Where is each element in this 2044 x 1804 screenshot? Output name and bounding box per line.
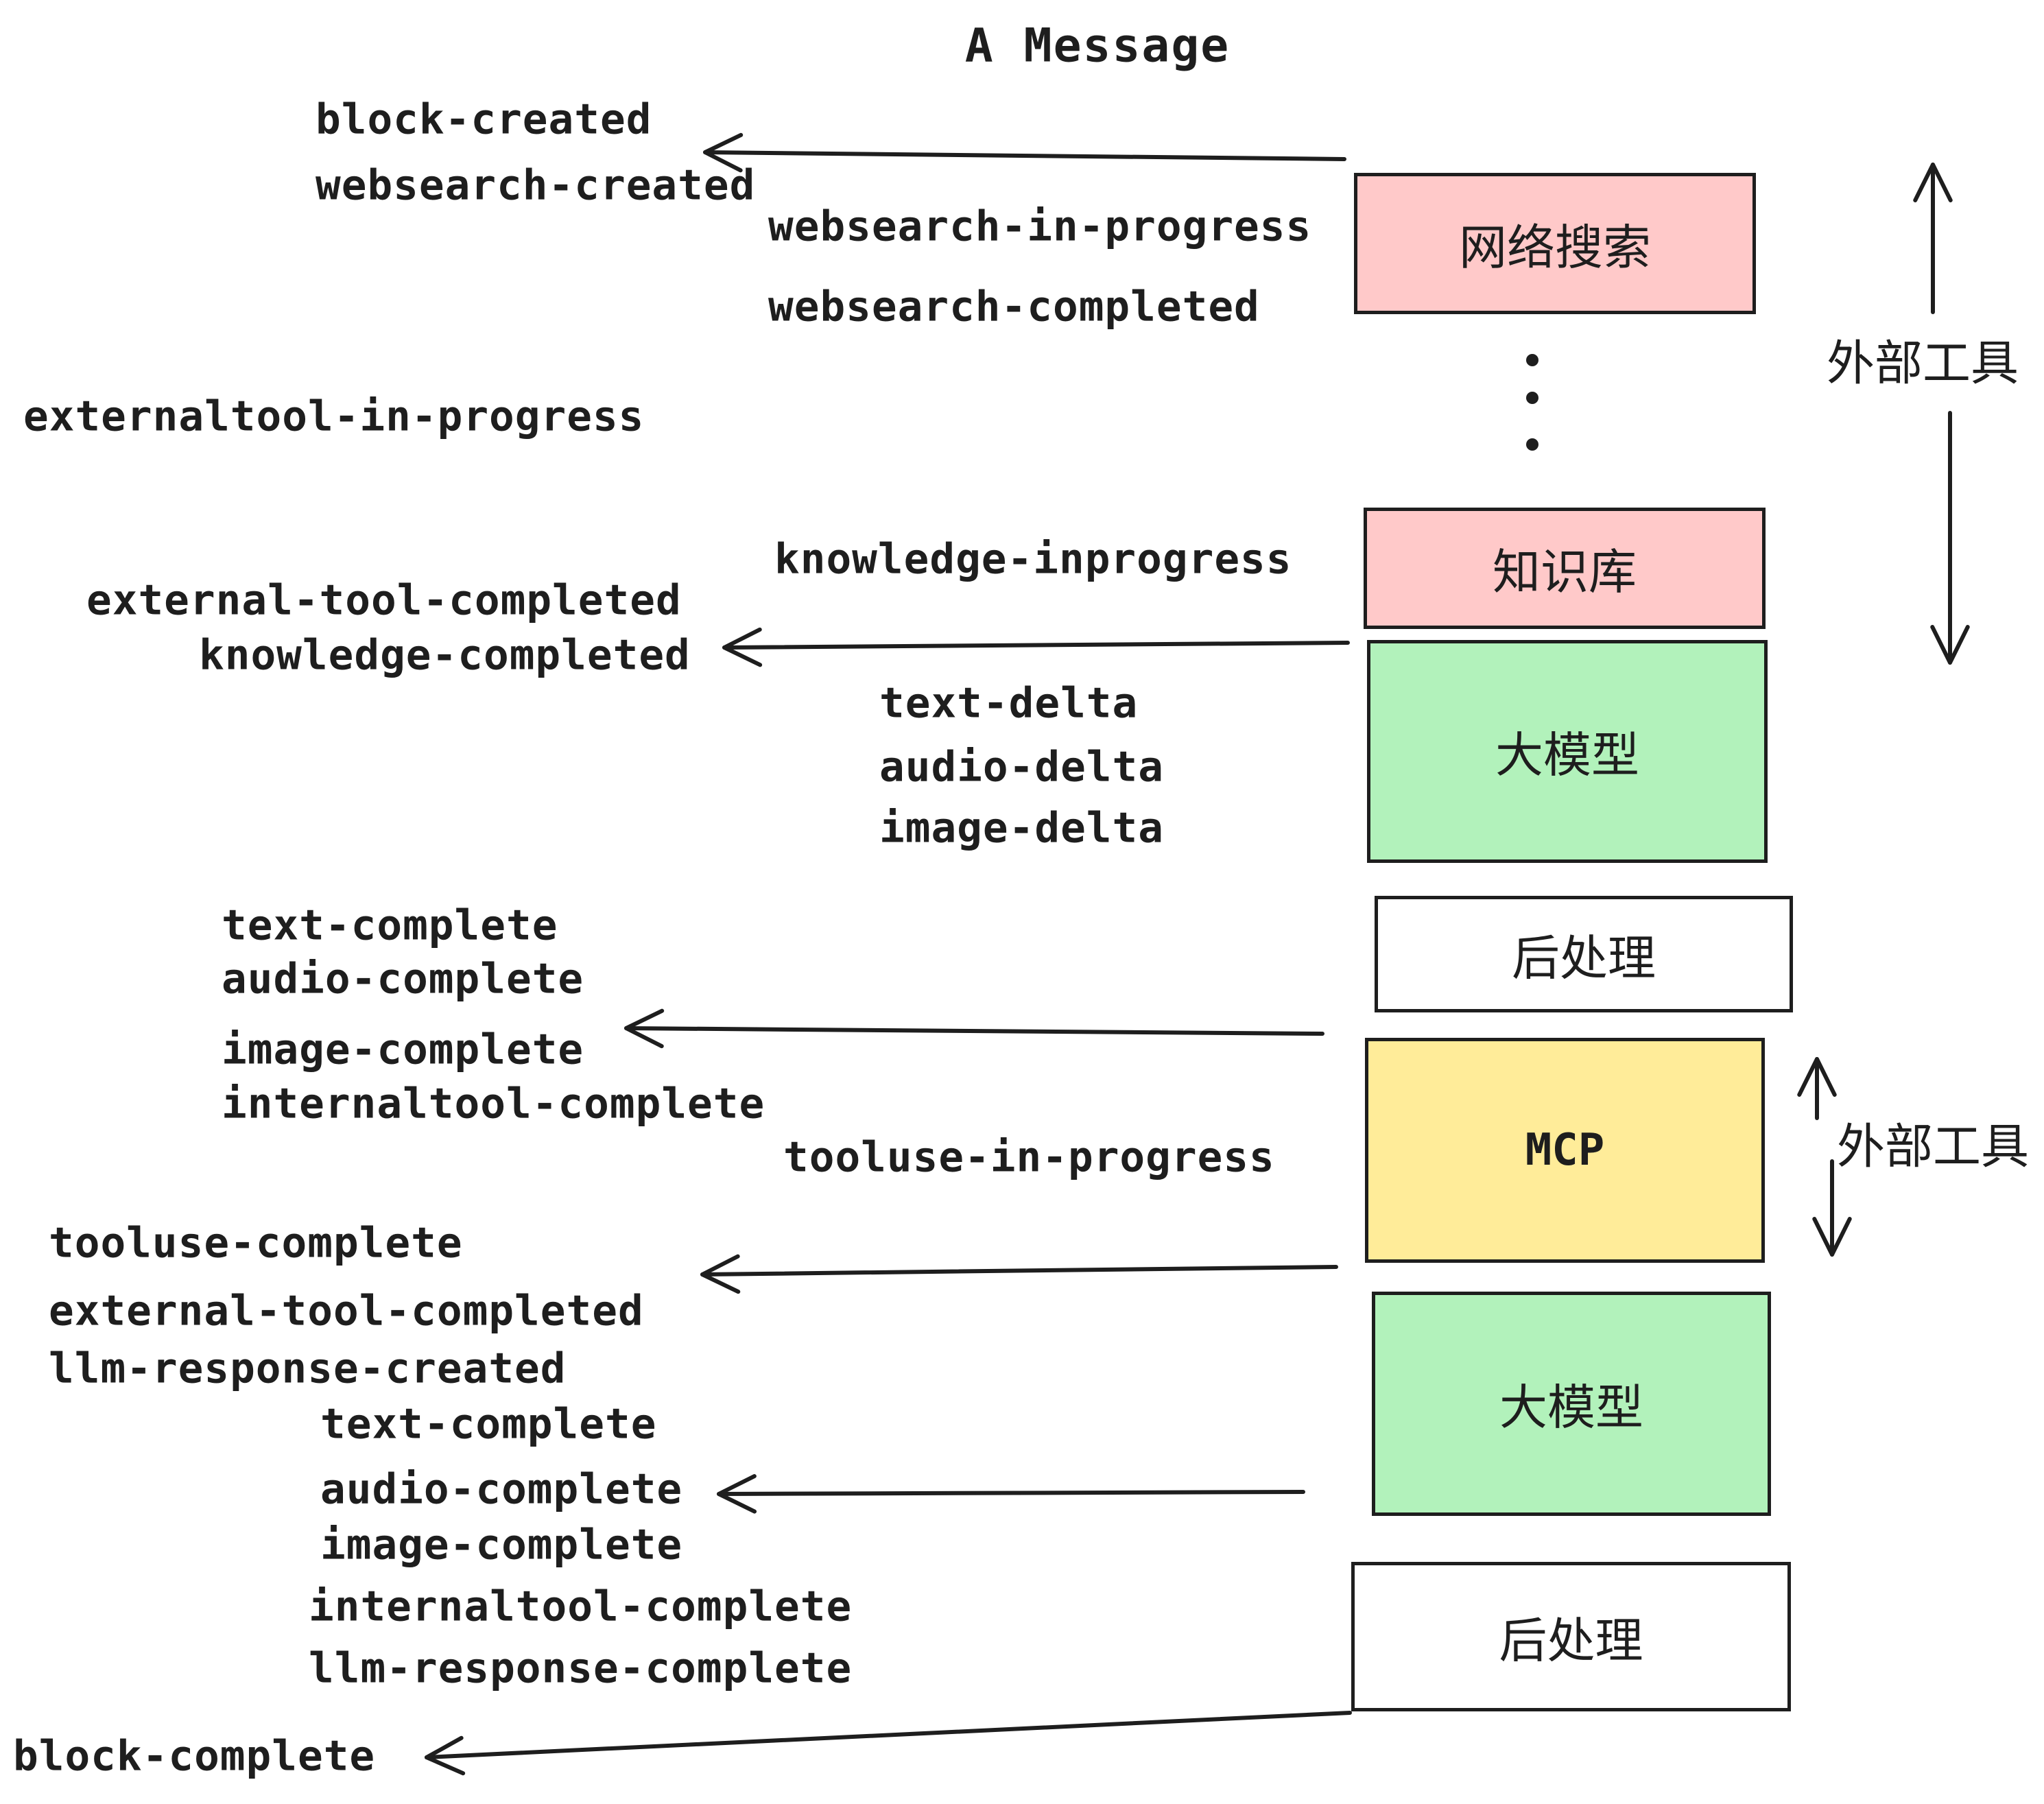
box-llm-1-label: 大模型 [1495, 727, 1639, 783]
event-label-llm-response-complete: llm-response-complete [309, 1643, 853, 1693]
arrow-to-tooluse-complete [700, 1254, 1338, 1294]
event-label-internaltool-complete-2: internaltool-complete [309, 1582, 853, 1631]
arrow-to-block-created [703, 132, 1346, 173]
box-mcp: MCP [1365, 1038, 1765, 1263]
event-label-externaltool-in-progress: externaltool-in-progress [23, 392, 645, 441]
event-label-image-delta-1: image-delta [879, 803, 1164, 853]
box-postprocess-2-label: 后处理 [1499, 1612, 1643, 1669]
event-label-llm-response-created: llm-response-created [49, 1344, 567, 1393]
event-label-tooluse-in-progress: tooluse-in-progress [783, 1132, 1275, 1182]
event-label-tooluse-complete: tooluse-complete [49, 1218, 463, 1268]
box-websearch: 网络搜索 [1354, 173, 1756, 314]
event-label-text-delta-1: text-delta [879, 678, 1139, 728]
range-arrows-external-tools-top [1913, 163, 1970, 665]
arrow-to-block-complete [425, 1711, 1352, 1776]
box-postprocess-2: 后处理 [1351, 1562, 1791, 1711]
box-postprocess-1: 后处理 [1375, 896, 1793, 1012]
event-label-knowledge-completed: knowledge-completed [199, 630, 691, 680]
event-label-internaltool-complete-1: internaltool-complete [222, 1079, 765, 1128]
side-label-external-tools-top: 外部工具 [1827, 335, 2019, 392]
event-label-text-complete-2: text-complete [320, 1399, 657, 1449]
box-llm-2-label: 大模型 [1499, 1379, 1643, 1436]
event-label-audio-complete-2: audio-complete [320, 1464, 683, 1514]
event-label-websearch-in-progress: websearch-in-progress [768, 202, 1312, 251]
box-postprocess-1-label: 后处理 [1512, 929, 1656, 986]
event-label-websearch-created: websearch-created [316, 161, 756, 210]
box-llm-2: 大模型 [1372, 1292, 1771, 1516]
event-label-knowledge-inprogress: knowledge-inprogress [774, 534, 1292, 584]
box-knowledge-label: 知识库 [1493, 544, 1637, 600]
box-llm-1: 大模型 [1367, 640, 1768, 863]
event-label-external-tool-completed-1: external-tool-completed [86, 575, 682, 625]
side-label-external-tools-mcp: 外部工具 [1837, 1118, 2029, 1175]
arrow-to-image-complete [624, 1008, 1324, 1049]
vertical-ellipsis-dots [1526, 354, 1538, 451]
diagram-title: A Message [964, 19, 1231, 73]
event-label-audio-delta-1: audio-delta [879, 742, 1164, 792]
arrow-to-knowledge-completed [722, 627, 1350, 667]
event-label-block-created: block-created [316, 95, 652, 144]
event-label-audio-complete-1: audio-complete [222, 954, 584, 1004]
event-label-image-complete-1: image-complete [222, 1025, 584, 1074]
box-mcp-label: MCP [1525, 1125, 1605, 1176]
event-label-image-complete-2: image-complete [320, 1520, 683, 1569]
box-websearch-label: 网络搜索 [1459, 219, 1651, 276]
range-arrows-external-tools-mcp [1797, 1057, 1852, 1257]
event-label-websearch-completed: websearch-completed [768, 282, 1260, 331]
event-label-external-tool-completed-2: external-tool-completed [49, 1286, 644, 1336]
arrow-to-audio-complete [717, 1474, 1305, 1514]
box-knowledge: 知识库 [1364, 508, 1766, 629]
event-label-block-complete: block-complete [13, 1731, 376, 1781]
event-label-text-complete-1: text-complete [222, 901, 558, 950]
